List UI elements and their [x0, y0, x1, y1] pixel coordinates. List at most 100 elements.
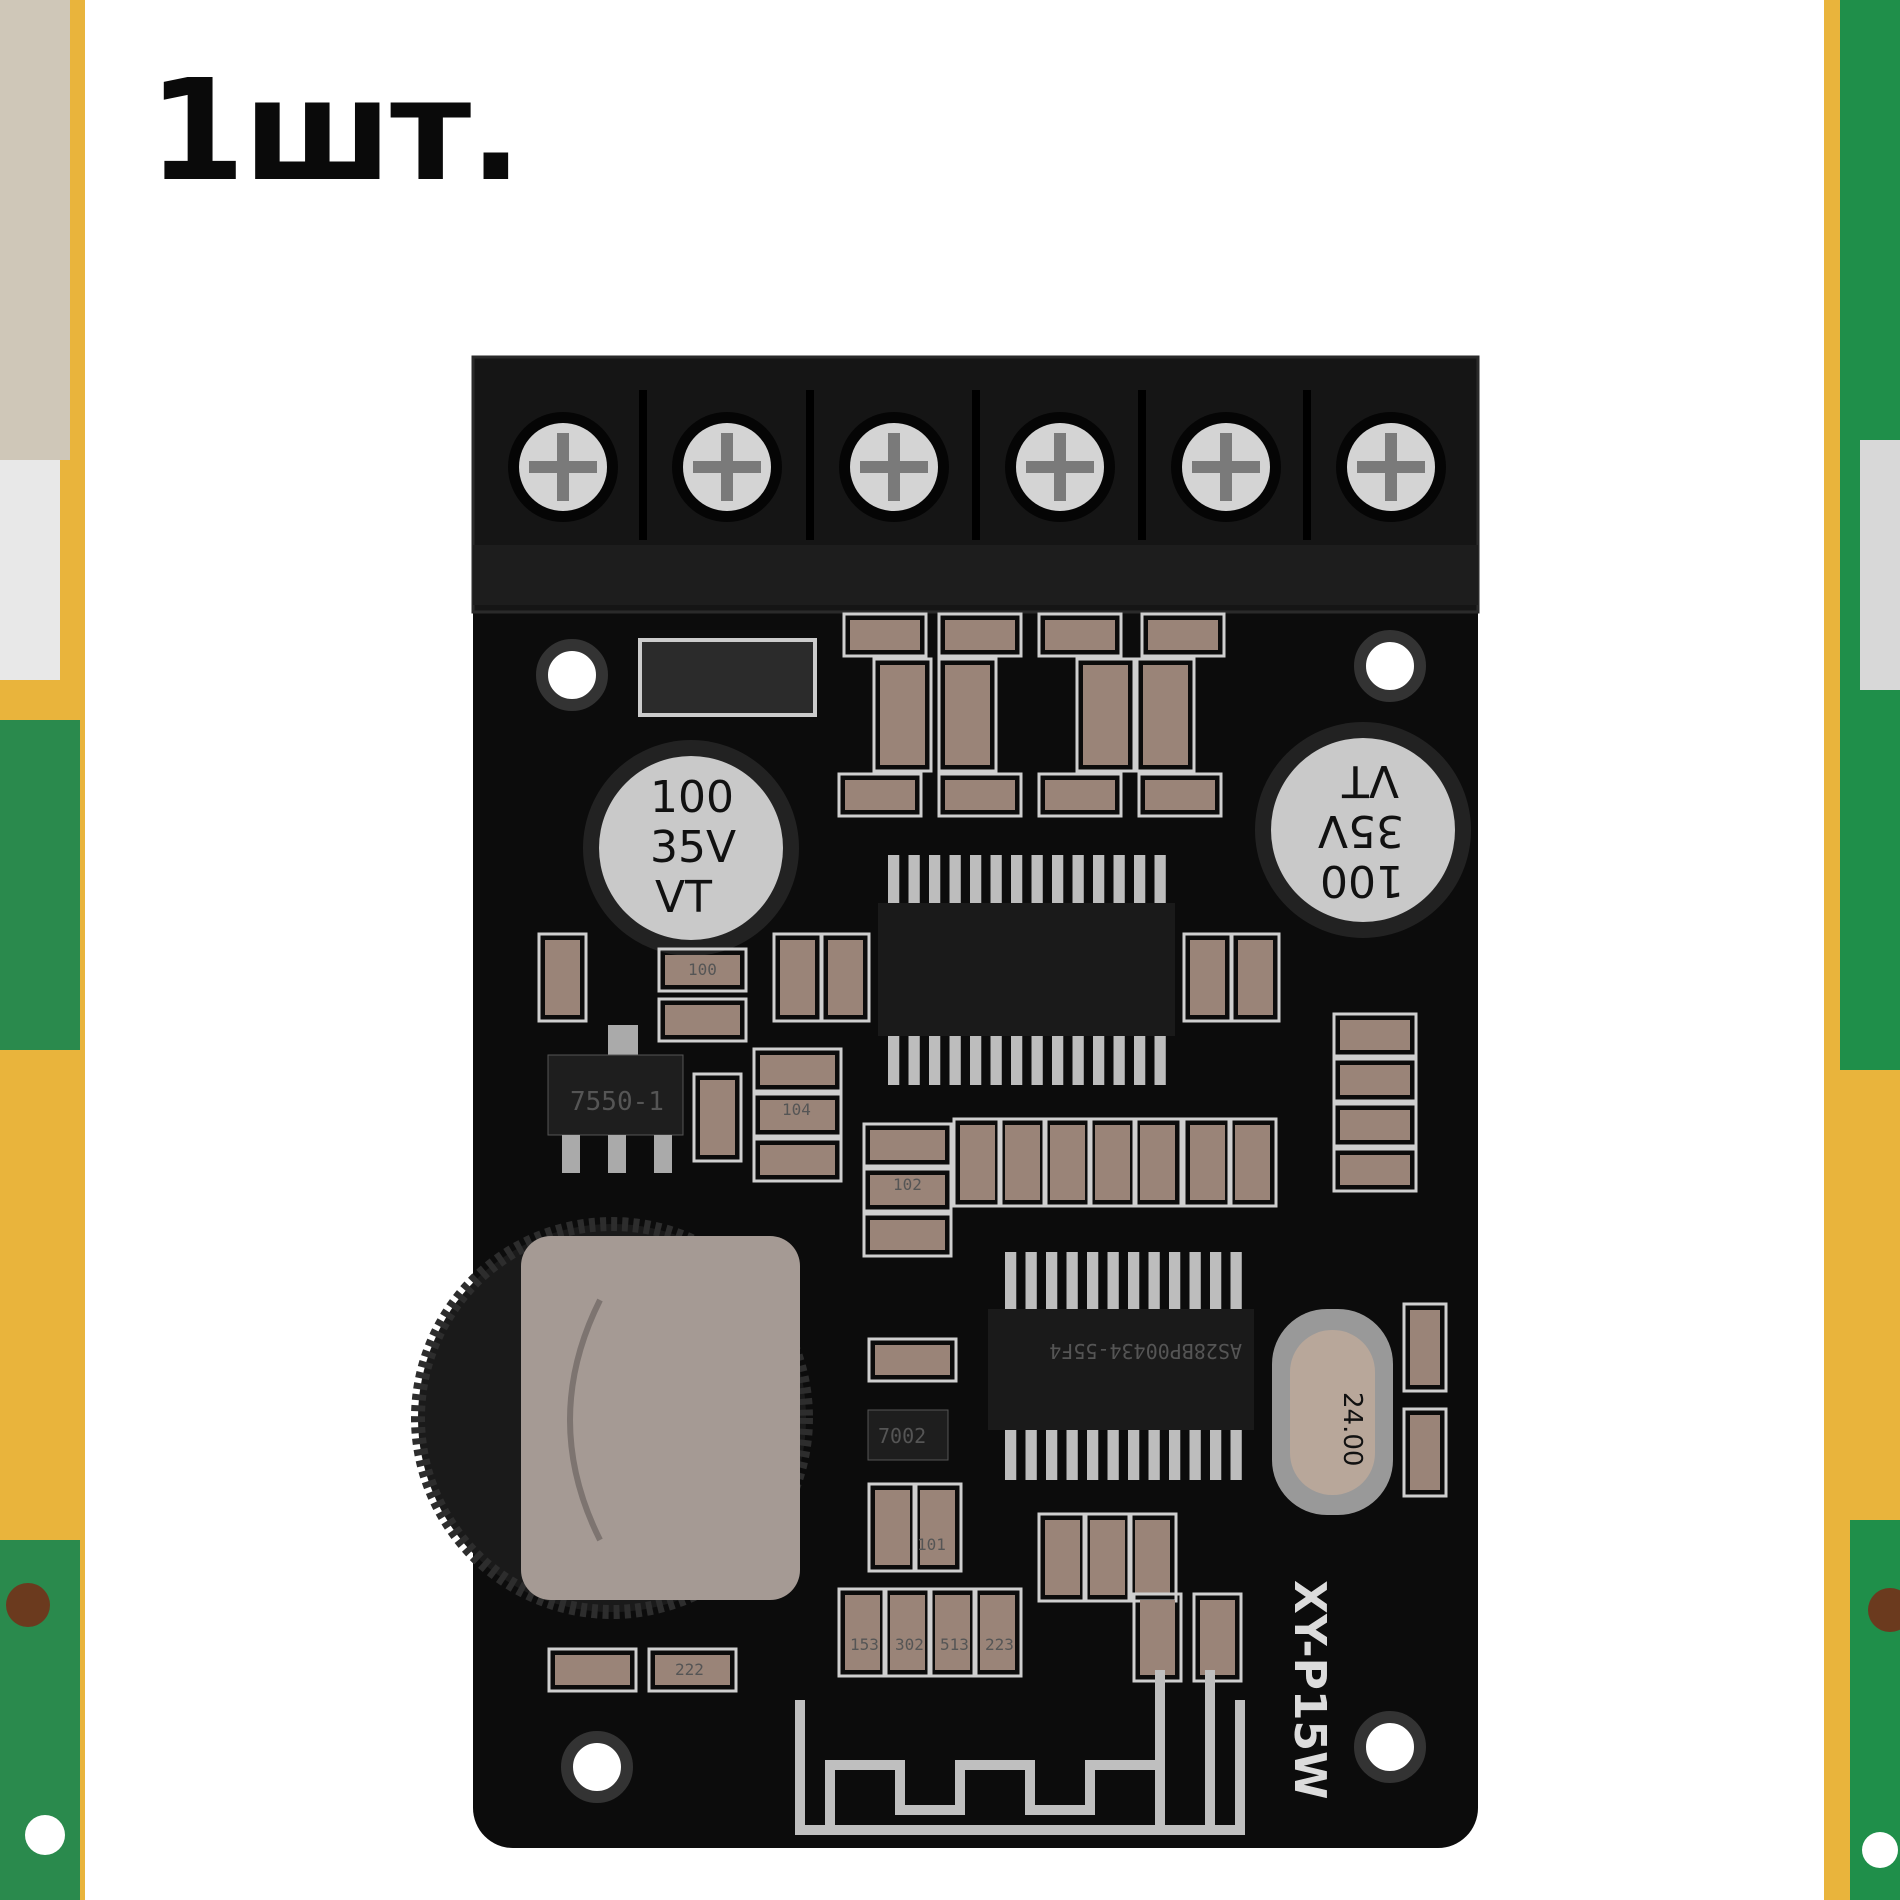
component-outline — [1037, 612, 1123, 658]
resistor-code: 153 — [850, 1635, 879, 1654]
smd-component — [1083, 665, 1128, 765]
component-outline — [842, 612, 928, 658]
resistor-code: 102 — [893, 1175, 922, 1194]
smd-component — [1410, 1415, 1440, 1490]
resistor-code: 513 — [940, 1635, 969, 1654]
screw-slot — [721, 433, 733, 501]
capacitor-label: 100 — [1320, 855, 1404, 906]
smd-component — [665, 1005, 740, 1035]
component-outline — [1135, 657, 1196, 773]
component-outline — [837, 772, 923, 818]
bt-chip-label: AS28BP00434-55F4 — [1049, 1339, 1242, 1363]
crystal-label: 24.00 — [1337, 1392, 1367, 1466]
smd-component — [850, 620, 920, 650]
smd-component — [700, 1080, 735, 1155]
transistor — [867, 1409, 949, 1461]
component-outline — [1230, 932, 1281, 1023]
capacitor-label: 35V — [1318, 805, 1404, 856]
screw-slot — [1385, 433, 1397, 501]
smd-component — [1045, 1520, 1080, 1595]
component-outline — [1332, 1012, 1418, 1058]
component-outline — [1402, 1407, 1448, 1498]
component-outline — [937, 612, 1023, 658]
smd-component — [1190, 940, 1225, 1015]
smd-component — [1190, 1125, 1225, 1200]
resistor-code: 100 — [688, 960, 717, 979]
component-outline — [1075, 657, 1136, 773]
mount-hole — [536, 639, 608, 711]
smd-component — [760, 1145, 835, 1175]
crystal-oscillator: 24.00 — [1272, 1309, 1393, 1515]
component-outline — [1137, 772, 1223, 818]
terminal-divider — [972, 390, 980, 540]
bluetooth-ic: AS28BP00434-55F4 — [988, 1252, 1254, 1480]
component-outline — [862, 1212, 953, 1258]
smd-component — [1090, 1520, 1125, 1595]
component-outline — [820, 932, 871, 1023]
quantity-label: 1шт. — [148, 50, 522, 213]
smd-component — [665, 955, 740, 985]
component-outline — [1332, 1102, 1418, 1148]
component-outline — [647, 1647, 738, 1693]
component-outline — [1037, 772, 1123, 818]
terminal-divider — [1138, 390, 1146, 540]
component-outline — [1332, 1147, 1418, 1193]
resistor-code: 223 — [985, 1635, 1014, 1654]
smd-component — [1145, 780, 1215, 810]
smd-component — [870, 1175, 945, 1205]
capacitor-left: 100 35V VT — [583, 740, 799, 956]
capacitor-label: 35V — [650, 822, 736, 873]
mount-hole — [1354, 630, 1426, 702]
amplifier-ic — [878, 855, 1175, 1085]
smd-component — [1005, 1125, 1040, 1200]
capacitor-right: 100 35V VT — [1255, 722, 1471, 938]
resistor-code: 222 — [675, 1660, 704, 1679]
component-outline — [837, 1587, 888, 1678]
component-outline — [872, 657, 933, 773]
component-outline — [937, 657, 998, 773]
screw-slot — [888, 433, 900, 501]
left-side-board — [0, 0, 85, 1900]
component-outline — [882, 1587, 933, 1678]
smd-component — [890, 1595, 925, 1670]
component-outline — [997, 1117, 1048, 1208]
terminal-divider — [806, 390, 814, 540]
component-outline — [1140, 612, 1226, 658]
smd-component — [1235, 1125, 1270, 1200]
component-outline — [1087, 1117, 1138, 1208]
capacitor-label: 100 — [650, 772, 734, 823]
smd-component — [555, 1655, 630, 1685]
capacitor-label: VT — [1342, 755, 1399, 806]
smd-component — [870, 1130, 945, 1160]
smd-component — [1135, 1520, 1170, 1595]
smd-component — [760, 1100, 835, 1130]
component-outline — [547, 1647, 638, 1693]
volume-knob — [411, 1217, 813, 1619]
pcb-antenna — [795, 1670, 1245, 1835]
smd-component — [960, 1125, 995, 1200]
resistor-code: 302 — [895, 1635, 924, 1654]
terminal-divider — [639, 390, 647, 540]
smd-component — [1410, 1310, 1440, 1385]
smd-component — [1045, 620, 1115, 650]
component-outline — [1037, 1512, 1088, 1603]
smd-component — [1340, 1110, 1410, 1140]
smd-component — [1143, 665, 1188, 765]
voltage-regulator: 7550-1 — [547, 1025, 684, 1173]
component-outline — [927, 1587, 978, 1678]
smd-component — [780, 940, 815, 1015]
screw-slot — [1220, 433, 1232, 501]
regulator-label: 7550-1 — [570, 1087, 664, 1117]
right-side-board — [1824, 0, 1900, 1900]
smd-component — [870, 1220, 945, 1250]
component-outline — [537, 932, 588, 1023]
component-outline — [657, 947, 748, 993]
smd-component — [875, 1490, 910, 1565]
component-outline — [692, 1072, 743, 1163]
component-outline — [862, 1167, 953, 1213]
component-outline — [1332, 1057, 1418, 1103]
diode — [638, 638, 817, 717]
component-outline — [1042, 1117, 1093, 1208]
smd-component — [880, 665, 925, 765]
